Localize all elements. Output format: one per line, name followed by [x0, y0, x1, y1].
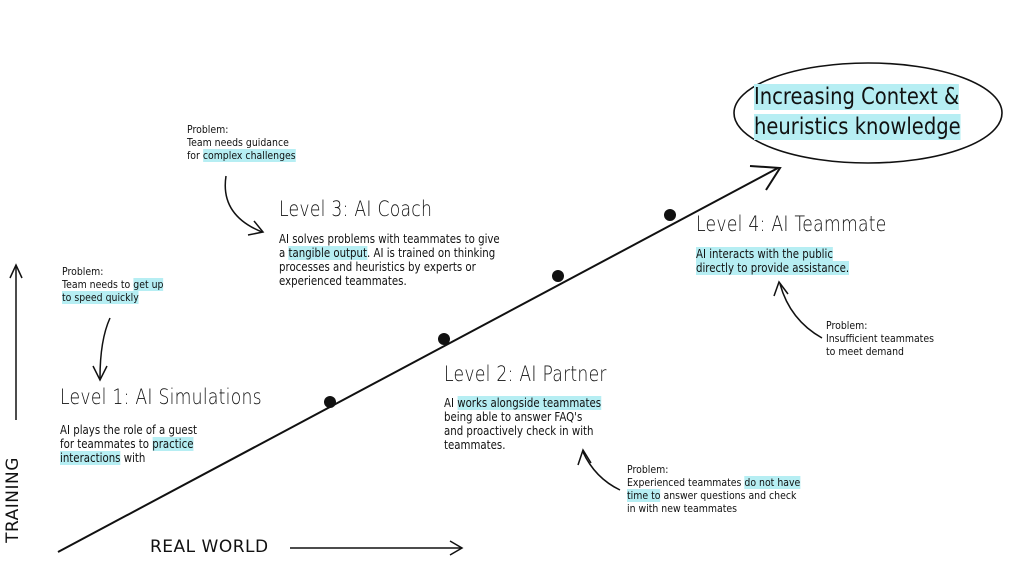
level-2-dot	[438, 333, 450, 345]
text-line: Increasing Context &	[754, 82, 961, 112]
text-segment: processes and heuristics by experts or	[279, 260, 476, 274]
highlighted-text: practice	[152, 437, 194, 451]
text-line: teammates.	[444, 438, 601, 452]
level-4-dot	[664, 209, 676, 221]
problem-2-arrow	[582, 451, 621, 491]
text-line: Team needs guidance	[187, 136, 296, 149]
text-line: and proactively check in with	[444, 424, 601, 438]
text-line: for complex challenges	[187, 149, 296, 162]
level-2-problem: Problem:Experienced teammates do not hav…	[627, 463, 801, 515]
text-line: to speed quickly	[62, 291, 163, 304]
text-line: Insufficient teammates	[826, 332, 934, 345]
level-3-dot	[552, 270, 564, 282]
y-axis-arrowhead	[9, 263, 23, 279]
text-line: Problem:	[627, 463, 800, 476]
text-line: a tangible output. AI is trained on thin…	[279, 246, 500, 260]
highlighted-text: to speed quickly	[62, 291, 139, 304]
x-axis-label: REAL WORLD	[150, 537, 269, 557]
text-segment: Problem:	[826, 319, 868, 332]
highlighted-text: directly to provide assistance.	[696, 261, 850, 275]
text-segment: . AI is trained on thinking	[366, 246, 496, 260]
text-line: experienced teammates.	[279, 274, 500, 288]
text-line: to meet demand	[826, 345, 934, 358]
text-segment: Problem:	[187, 123, 229, 136]
progress-line	[57, 167, 779, 553]
level-3-title: Level 3: AI Coach	[279, 197, 433, 221]
text-segment: to meet demand	[826, 345, 905, 358]
text-segment: a	[279, 246, 289, 260]
text-segment: Experienced teammates	[627, 476, 745, 489]
highlighted-text: heuristics knowledge	[754, 114, 961, 140]
text-segment: AI	[444, 396, 458, 410]
text-segment: in with new teammates	[627, 502, 737, 515]
problem-3-arrowhead	[247, 220, 265, 236]
text-segment: experienced teammates.	[279, 274, 407, 288]
highlighted-text: complex challenges	[202, 149, 296, 162]
text-segment: AI plays the role of a guest	[60, 423, 198, 437]
text-segment: Problem:	[62, 265, 104, 278]
problem-3-arrow	[224, 175, 263, 233]
text-segment: Team needs to	[62, 278, 134, 291]
progress-arrowhead	[749, 165, 782, 191]
highlighted-text: tangible output	[288, 246, 367, 260]
problem-1-arrowhead	[92, 365, 108, 382]
highlighted-text: do not have	[744, 476, 801, 489]
text-line: directly to provide assistance.	[696, 261, 850, 275]
goal-ellipse	[733, 62, 1003, 164]
problem-4-arrowhead	[773, 280, 789, 297]
highlighted-text: time to	[627, 489, 661, 502]
text-segment: teammates.	[444, 438, 506, 452]
level-3-description: AI solves problems with teammates to giv…	[279, 232, 500, 288]
text-line: AI works alongside teammates	[444, 396, 602, 410]
text-segment: for teammates to	[60, 437, 153, 451]
problem-2-arrowhead	[577, 448, 592, 466]
highlighted-text: Increasing Context &	[754, 84, 960, 110]
problem-1-arrow	[99, 317, 111, 379]
text-line: Problem:	[187, 123, 296, 136]
highlighted-text: get up	[133, 278, 164, 291]
y-axis-label: TRAINING	[2, 457, 23, 543]
text-line: time to answer questions and check	[627, 489, 800, 502]
text-segment: AI solves problems with teammates to giv…	[279, 232, 500, 246]
text-line: interactions with	[60, 451, 197, 465]
text-segment: Team needs guidance	[187, 136, 289, 149]
text-line: Problem:	[62, 265, 163, 278]
x-axis-arrowhead	[449, 540, 464, 556]
highlighted-text: interactions	[60, 451, 121, 465]
text-line: AI interacts with the public	[696, 247, 849, 261]
text-line: in with new teammates	[627, 502, 800, 515]
problem-4-arrow	[779, 283, 823, 339]
text-line: processes and heuristics by experts or	[279, 260, 500, 274]
text-segment: answer questions and check	[660, 489, 797, 502]
level-4-title: Level 4: AI Teammate	[696, 212, 887, 236]
highlighted-text: AI interacts with the public	[696, 247, 833, 261]
text-line: being able to answer FAQ's	[444, 410, 601, 424]
goal-label: Increasing Context & heuristics knowledge	[754, 82, 961, 142]
text-line: heuristics knowledge	[754, 112, 961, 142]
text-line: Experienced teammates do not have	[627, 476, 801, 489]
text-segment: Insufficient teammates	[826, 332, 934, 345]
text-segment: for	[187, 149, 203, 162]
text-segment: Problem:	[627, 463, 669, 476]
text-segment: and proactively check in with	[444, 424, 594, 438]
text-line: Team needs to get up	[62, 278, 164, 291]
level-1-dot	[324, 396, 336, 408]
text-segment: being able to answer FAQ's	[444, 410, 583, 424]
text-line: for teammates to practice	[60, 437, 197, 451]
text-line: Problem:	[826, 319, 934, 332]
text-line: AI plays the role of a guest	[60, 423, 197, 437]
level-2-title: Level 2: AI Partner	[444, 362, 607, 386]
highlighted-text: works alongside teammates	[457, 396, 602, 410]
level-1-title: Level 1: AI Simulations	[60, 385, 262, 409]
text-segment: with	[120, 451, 146, 465]
text-line: AI solves problems with teammates to giv…	[279, 232, 500, 246]
